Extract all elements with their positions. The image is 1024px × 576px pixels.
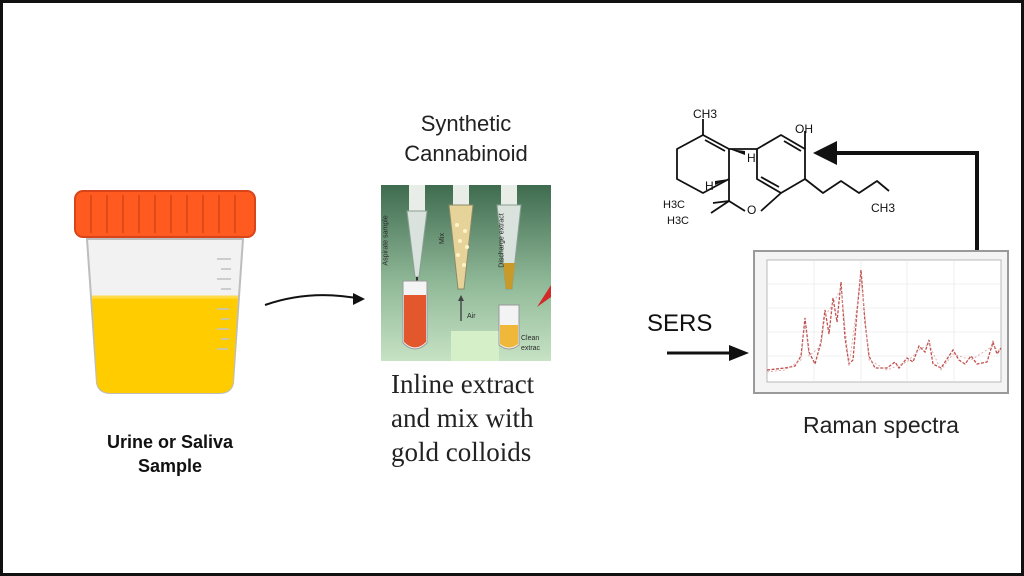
- photo-label-discharge: Discharge extract: [498, 213, 506, 268]
- photo-label-aspirate: Aspirate sample: [382, 215, 390, 266]
- photo-label-mix: Mix: [438, 233, 446, 244]
- raman-spectrum-plot: [766, 259, 1002, 383]
- feedback-arrow-icon: [813, 141, 979, 259]
- sample-cup-icon: [74, 190, 256, 394]
- molecule-label-h2: H: [705, 179, 714, 193]
- cannabinoid-structure-icon: [676, 119, 890, 214]
- extraction-caption-line1: Inline extract: [391, 369, 535, 399]
- molecule-label-ch3-end: CH3: [871, 201, 896, 215]
- molecule-label-h1: H: [747, 151, 756, 165]
- extraction-caption-line3: gold colloids: [391, 437, 532, 467]
- molecule-label-h3c-2: H3C: [667, 215, 690, 227]
- raman-spectra-caption: Raman spectra: [803, 412, 959, 438]
- curved-arrow-icon: [264, 293, 365, 306]
- sers-arrow-icon: [667, 345, 749, 361]
- sample-lid: [74, 190, 256, 238]
- extraction-caption-line2: and mix with: [391, 403, 534, 433]
- extraction-title-line1: Synthetic: [420, 111, 512, 136]
- sers-label: SERS: [647, 310, 713, 337]
- sample-label-line2: Sample: [137, 456, 203, 476]
- molecule-label-h3c-1: H3C: [663, 199, 686, 211]
- molecule-label-ch3-top: CH3: [693, 107, 718, 121]
- molecule-label-o: O: [747, 203, 757, 217]
- sample-label-line1: Urine or Saliva: [106, 432, 234, 452]
- molecule-label-oh: OH: [795, 122, 813, 136]
- raman-spectrum-panel: [753, 250, 1009, 394]
- extraction-photo: Aspirate sample Mix Discharge extract Ai…: [381, 185, 551, 361]
- photo-label-air: Air: [467, 313, 476, 320]
- photo-label-extract: extrac: [521, 345, 541, 352]
- extraction-title-line2: Cannabinoid: [404, 141, 528, 166]
- photo-label-clean: Clean: [521, 335, 540, 342]
- sample-liquid: [92, 297, 238, 393]
- extraction-photo-drawing: [381, 185, 551, 361]
- raman-spectrum-line: [766, 269, 1002, 371]
